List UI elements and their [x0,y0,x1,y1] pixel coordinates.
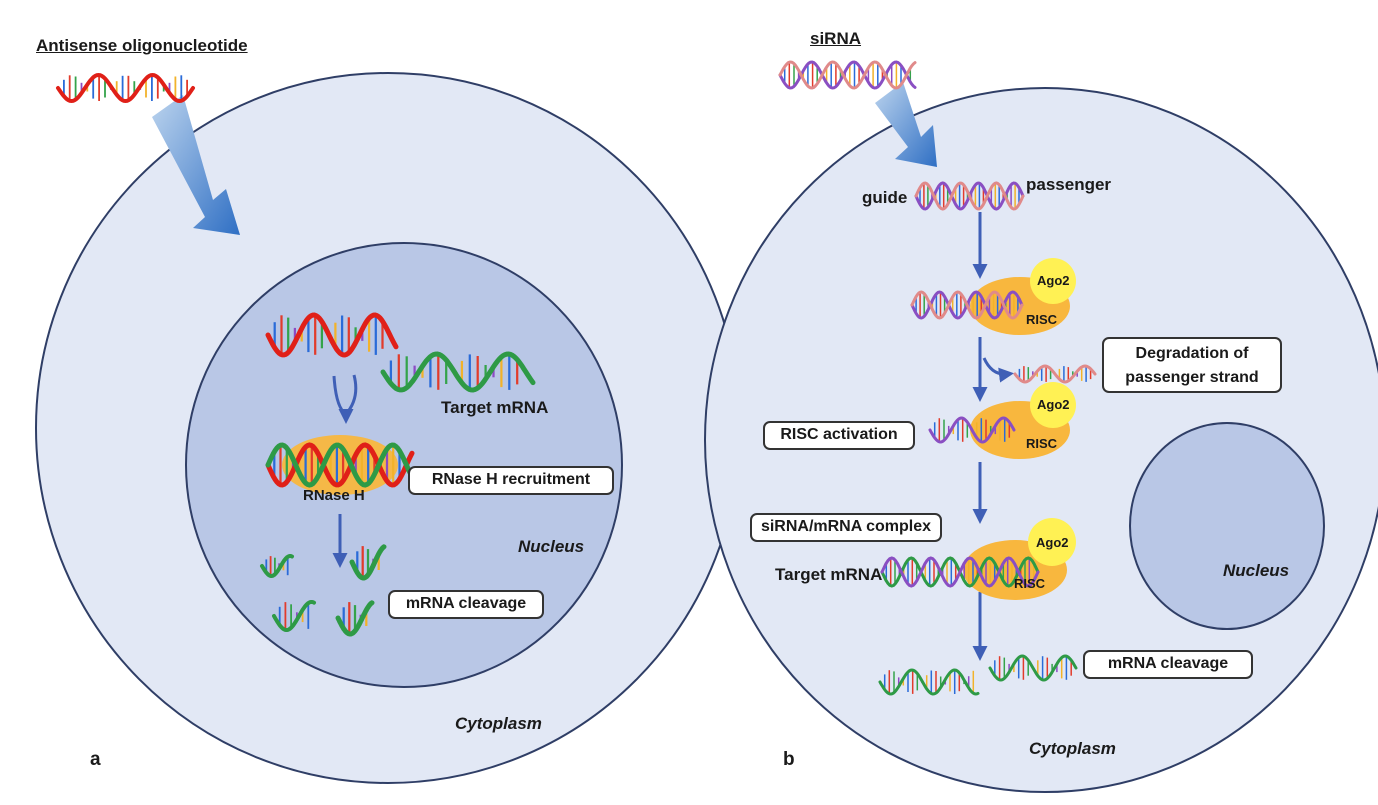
passenger-label: passenger [1026,175,1112,194]
sirna-helix-top [778,60,917,90]
degradation-line-1: Degradation of [1135,345,1249,362]
nucleus-label-a: Nucleus [518,537,585,556]
fragment-4 [335,600,375,637]
guide-label: guide [862,188,908,207]
ago2-label-2: Ago2 [1037,397,1070,412]
degradation-line-2: passenger strand [1125,369,1259,386]
degradation-box: Degradation of passenger strand [1102,337,1282,393]
fragment-1 [260,554,294,578]
cleaved-mrna-2 [988,654,1078,682]
panel-a-letter: a [90,749,101,770]
cytoplasm-label-a: Cytoplasm [455,714,542,733]
risc-label-3: RISC [1014,576,1046,591]
fragment-2 [349,544,387,581]
risc-complex-2 [970,382,1076,459]
nucleus-label-b: Nucleus [1223,561,1290,580]
passenger-strand-degraded [1013,364,1097,384]
complex-helix [880,556,1040,588]
mrna-cleavage-box-b: mRNA cleavage [1083,650,1253,679]
panel-b-letter: b [783,749,795,770]
mrna-cleavage-box-a: mRNA cleavage [388,590,544,619]
fragment-3 [272,600,316,632]
guide-strand-risc [928,416,1016,444]
panel-b-title: siRNA [810,29,862,48]
duplex-helix [265,442,415,488]
risc-label-2: RISC [1026,436,1058,451]
risc-activation-box: RISC activation [763,421,915,450]
aso-helix-nucleus [265,312,399,358]
rnase-h-label: RNase H [303,487,365,504]
rnase-h-recruitment-box: RNase H recruitment [408,466,614,495]
cytoplasm-label-b: Cytoplasm [1029,739,1116,758]
sirna-mrna-complex-box: siRNA/mRNA complex [750,513,942,542]
cleaved-mrna-1 [878,668,980,696]
nucleus-b [1129,422,1325,630]
target-mrna-label-a: Target mRNA [441,398,549,417]
degradation-branch-arrow [982,357,1014,383]
ago2-label-3: Ago2 [1036,535,1069,550]
aso-helix-top [56,72,195,104]
entry-arrow-b [875,82,937,167]
panel-a-title: Antisense oligonucleotide [36,36,248,55]
risc-label-1: RISC [1026,312,1058,327]
merge-arrow-a [332,374,356,418]
sirna-helix-risc [910,290,1024,320]
helix-layer [56,60,1097,696]
target-mrna-helix-a [380,351,536,393]
entry-arrow-a [152,95,240,235]
sirna-helix-entry [914,181,1025,211]
ago2-label-1: Ago2 [1037,273,1070,288]
target-mrna-label-b: Target mRNA [775,565,883,584]
